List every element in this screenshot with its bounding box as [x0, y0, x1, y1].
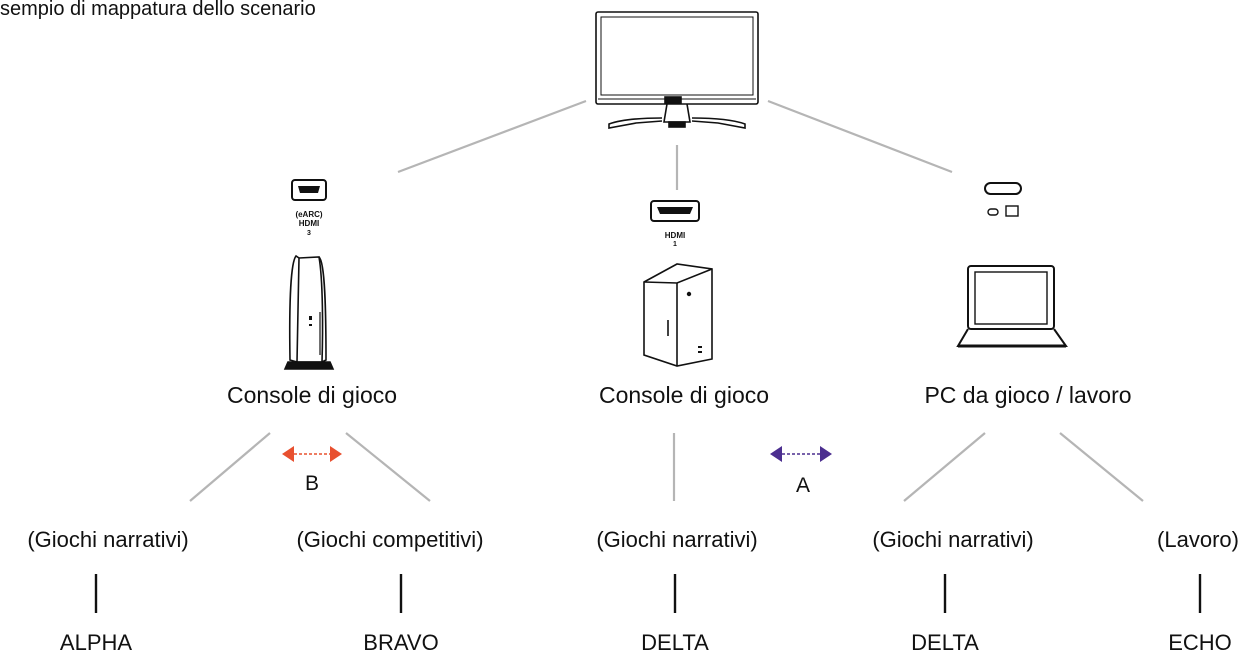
device-label-xbox: Console di gioco [598, 382, 770, 408]
switch-label-a: A [795, 474, 811, 497]
preset-name: ALPHA [59, 630, 133, 655]
port-number: 1 [673, 241, 677, 248]
device-label-playstation: Console di gioco [226, 382, 398, 408]
hdmi-port-icon [291, 179, 327, 201]
connector-pc-work [1059, 432, 1144, 502]
mode-label: (Giochi competitivi) [296, 527, 484, 552]
laptop-icon [956, 265, 1068, 348]
diagram-title: sempio di mappatura dello scenario [0, 0, 316, 20]
usb-c-port-icon [984, 182, 1022, 217]
connector-monitor-ps [397, 99, 587, 174]
switch-arrow-a [770, 446, 832, 462]
connector-lines [189, 99, 1144, 502]
xbox-console-icon [643, 263, 713, 367]
mode-label: (Giochi narrativi) [27, 527, 189, 552]
mode-label: (Lavoro) [1157, 527, 1239, 552]
preset-name: DELTA [641, 630, 709, 655]
connector-pc-narrative [903, 432, 986, 502]
port-tag-earc: (eARC) [295, 210, 323, 219]
device-label-pc: PC da gioco / lavoro [924, 382, 1132, 408]
hdmi-port-icon [650, 200, 700, 222]
preset-name: ECHO [1168, 630, 1232, 655]
mode-label: (Giochi narrativi) [596, 527, 758, 552]
switch-arrow-b [282, 446, 342, 462]
playstation-console-icon [283, 254, 335, 370]
preset-ticks [94, 574, 1202, 613]
hdmi-logo-text: HDMI [664, 231, 686, 240]
switch-label-b: B [304, 472, 320, 495]
preset-name: DELTA [911, 630, 979, 655]
port-number: 3 [307, 230, 311, 237]
connector-ps-narrative [189, 432, 271, 502]
preset-name: BRAVO [363, 630, 439, 655]
monitor-icon [595, 11, 759, 129]
connector-monitor-pc [767, 99, 953, 174]
connector-ps-competitive [345, 432, 431, 502]
hdmi-logo-text: HDMI [298, 219, 320, 228]
mode-label: (Giochi narrativi) [872, 527, 1034, 552]
